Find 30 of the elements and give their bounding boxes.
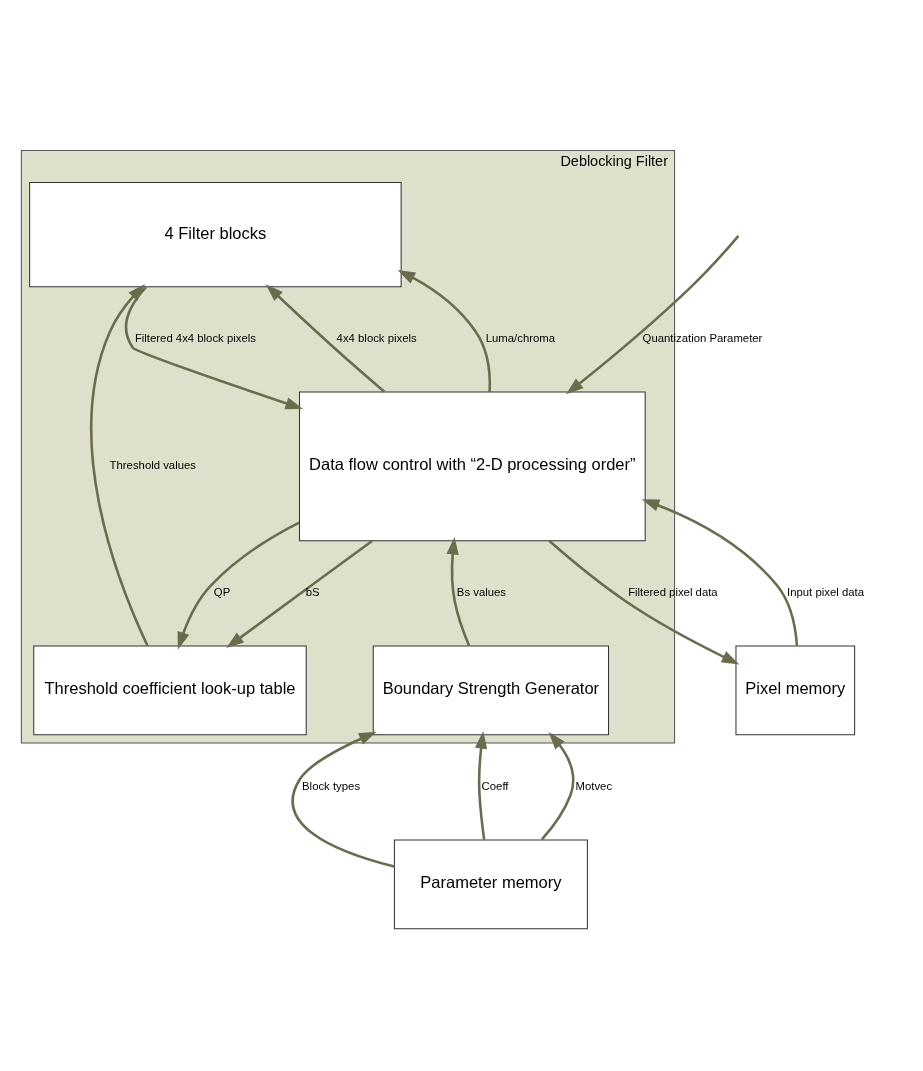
edge-label: Block types bbox=[301, 780, 360, 793]
edge-label: QP bbox=[213, 586, 230, 599]
arrow bbox=[291, 731, 394, 868]
node-box: Parameter memory bbox=[393, 839, 588, 930]
edge-label: 4x4 block pixels bbox=[336, 332, 417, 345]
node-box: Data flow control with “2-D processing order” bbox=[298, 391, 646, 542]
edge-label: Luma/chroma bbox=[485, 332, 555, 345]
arrow bbox=[641, 499, 798, 646]
arrow bbox=[124, 286, 303, 410]
arrow bbox=[547, 539, 739, 665]
node-box: Threshold coefficient look-up table bbox=[32, 645, 307, 736]
edge-label: Filtered 4x4 block pixels bbox=[134, 332, 256, 345]
arrow bbox=[89, 284, 149, 647]
edge-label: Bs values bbox=[456, 586, 506, 599]
edge-label: Motvec bbox=[575, 780, 612, 793]
arrow bbox=[265, 284, 386, 393]
edge-label: Threshold values bbox=[109, 459, 196, 472]
arrow bbox=[474, 730, 487, 840]
arrow bbox=[225, 539, 373, 648]
arrow bbox=[446, 536, 470, 647]
arrow bbox=[565, 235, 739, 395]
node-box: 4 Filter blocks bbox=[28, 182, 402, 288]
edge-label: Coeff bbox=[481, 780, 509, 793]
arrow bbox=[177, 521, 300, 650]
edge-label: Input pixel data bbox=[786, 586, 864, 599]
node-box: Boundary Strength Generator bbox=[372, 645, 609, 736]
arrow bbox=[397, 270, 491, 393]
arrow bbox=[540, 732, 574, 841]
node-box: Pixel memory bbox=[734, 645, 855, 736]
edge-label: bS bbox=[305, 586, 320, 599]
